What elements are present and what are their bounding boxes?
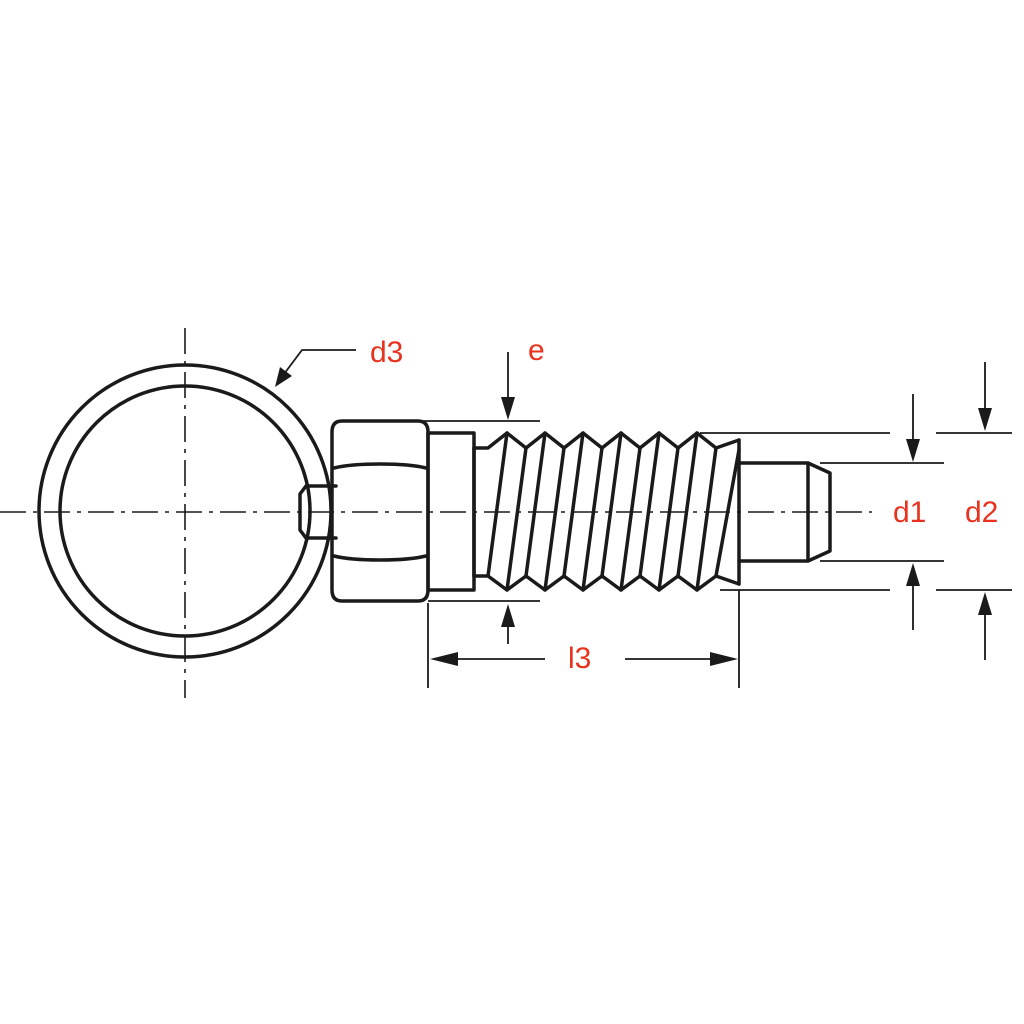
d1-dimension-arrows bbox=[906, 394, 920, 630]
ring-connector-pin bbox=[298, 484, 338, 540]
label-d3: d3 bbox=[370, 336, 403, 369]
plunger-pin bbox=[737, 461, 832, 563]
threaded-body bbox=[472, 431, 741, 592]
hex-nut bbox=[330, 419, 430, 603]
label-e: e bbox=[528, 334, 545, 367]
d2-dimension-arrows bbox=[978, 362, 992, 660]
label-d1: d1 bbox=[893, 496, 926, 529]
d3-leader bbox=[275, 349, 356, 387]
label-l3: l3 bbox=[568, 642, 591, 675]
extension-lines bbox=[416, 420, 1012, 688]
e-dimension-arrows bbox=[501, 352, 515, 644]
label-d2: d2 bbox=[965, 496, 998, 529]
l3-dimension-arrows bbox=[430, 652, 738, 666]
